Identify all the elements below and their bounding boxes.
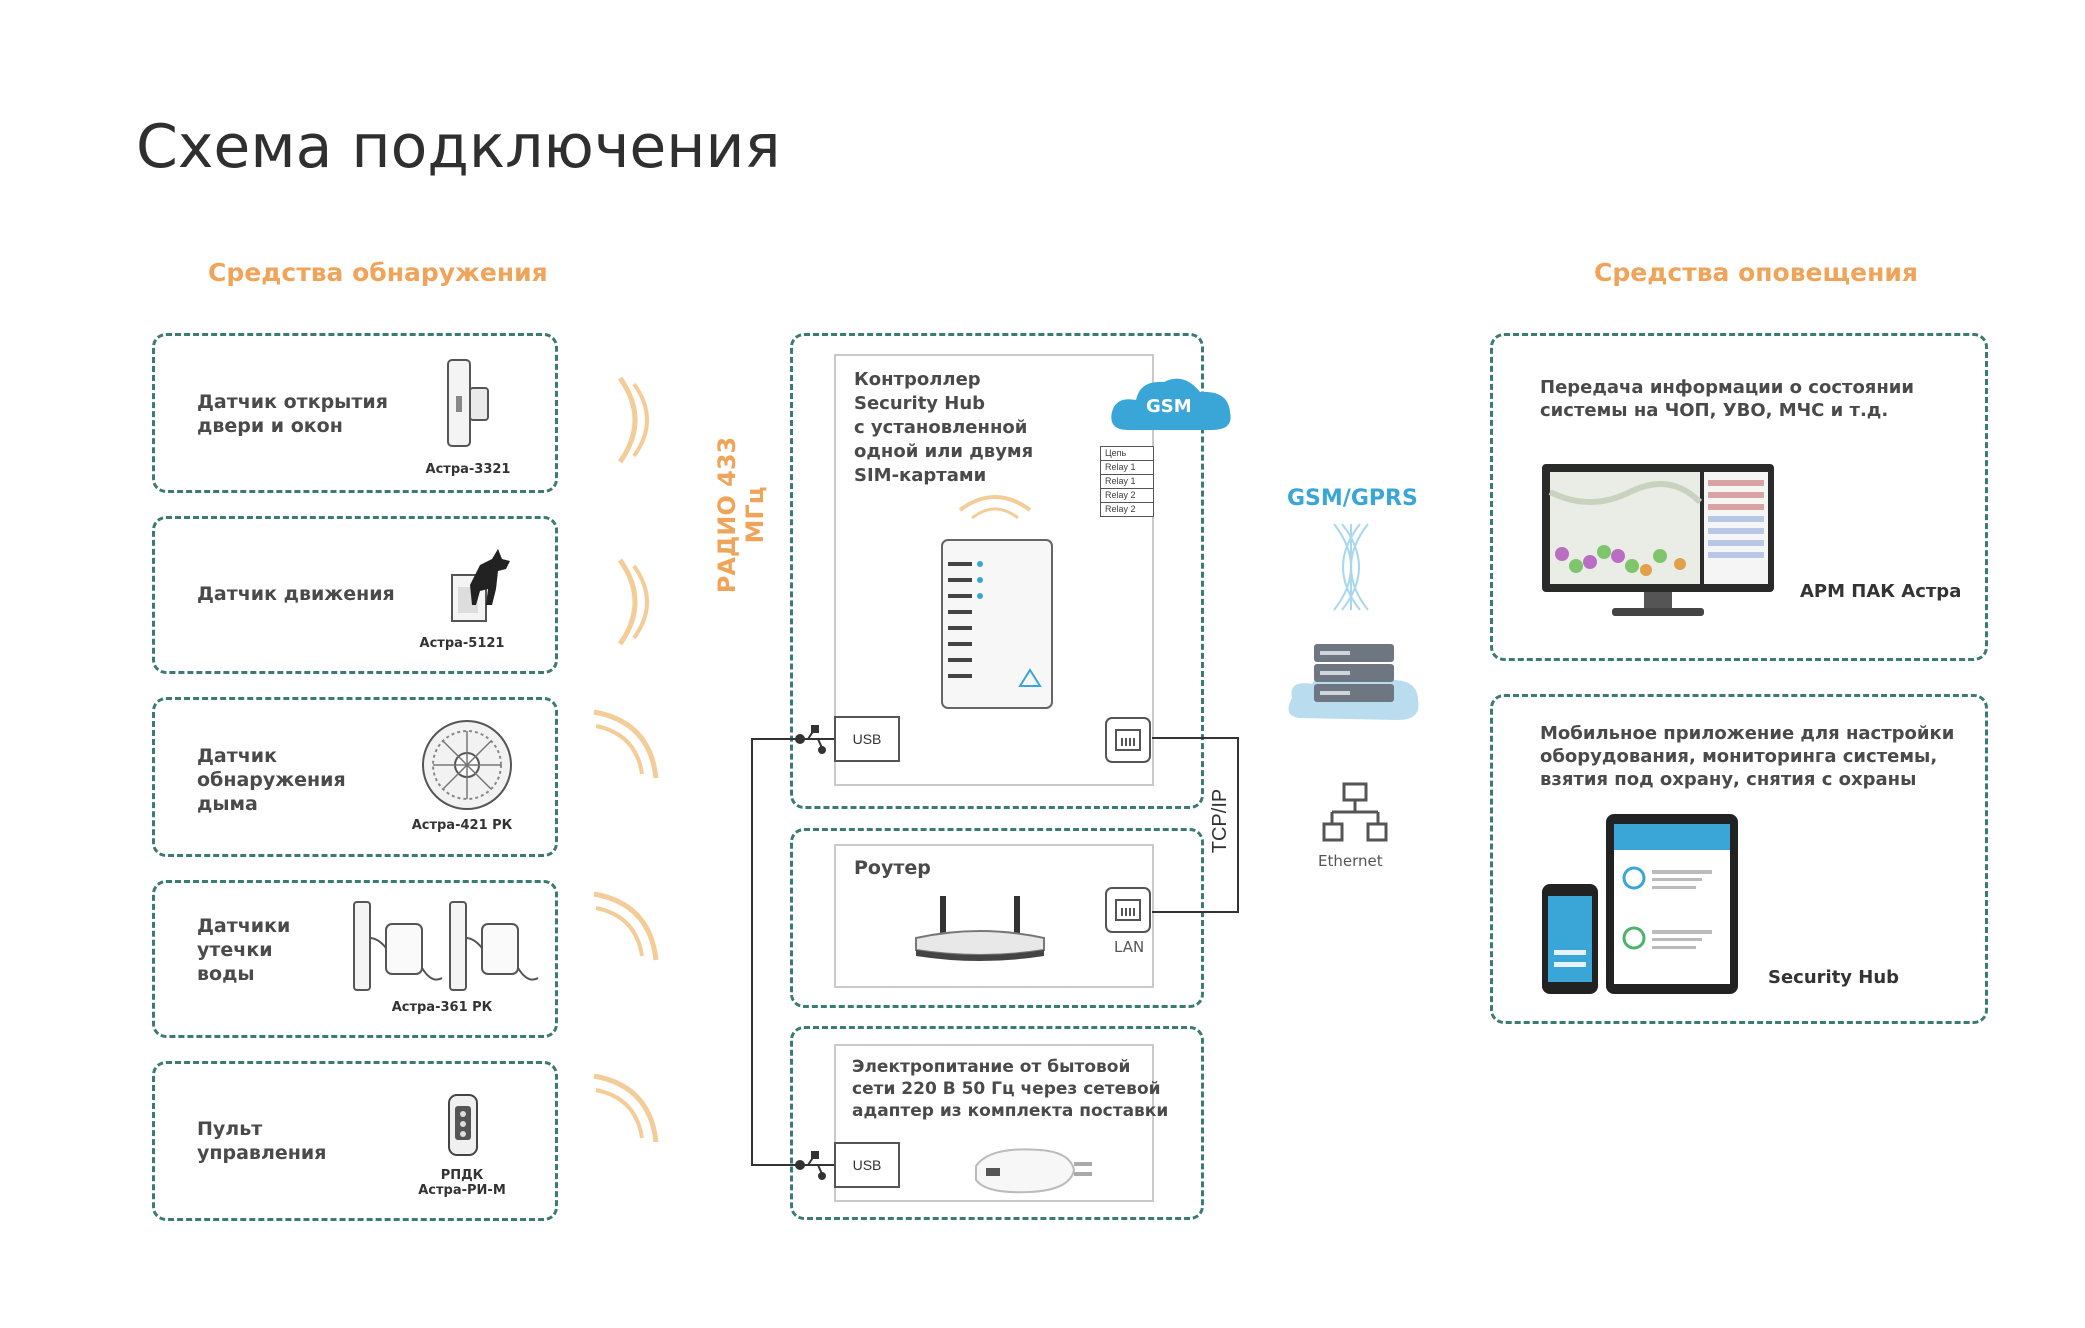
radio-wave-icon	[593, 891, 659, 961]
notify-mobile-caption: Security Hub	[1768, 967, 1900, 988]
power-frame	[790, 1026, 1204, 1220]
radio-wave-icon	[617, 376, 649, 464]
router-frame	[790, 828, 1204, 1008]
relay-terminal: Relay 1	[1100, 475, 1154, 489]
detection-section-title: Средства обнаружения	[208, 258, 548, 287]
ethernet-label: Ethernet	[1318, 852, 1383, 870]
ethernet-network-icon	[1322, 782, 1388, 842]
gsm-cloud-label: GSM	[1146, 396, 1192, 417]
controller-frame	[790, 333, 1204, 809]
router-lan-port-icon	[1105, 887, 1151, 933]
power-adapter-icon	[975, 1148, 1092, 1194]
sensor-box-smoke	[152, 697, 558, 857]
sensor-box-door	[152, 333, 558, 493]
relay-terminal-block: Цепь Relay 1 Relay 1 Relay 2 Relay 2	[1100, 446, 1154, 517]
radio-wave-icon	[593, 709, 659, 779]
mobile-devices-icon	[1542, 814, 1738, 994]
sensor-label-door: Датчик открытия двери и окон	[197, 391, 388, 437]
gsm-signal-wave-icon	[1333, 523, 1369, 611]
monitoring-workstation-icon	[1542, 464, 1774, 616]
sensor-model-remote: РПДК Астра-РИ-М	[418, 1168, 506, 1198]
relay-terminal: Relay 1	[1100, 461, 1154, 475]
smoke-sensor-icon	[422, 720, 512, 810]
sensor-model-smoke: Астра-421 РК	[411, 818, 513, 833]
sensor-label-remote: Пульт управления	[197, 1118, 327, 1164]
notify-monitoring-caption: АРМ ПАК Астра	[1800, 581, 1962, 602]
sensor-box-motion	[152, 516, 558, 674]
security-hub-device-icon	[941, 495, 1053, 709]
router-device-icon	[915, 896, 1045, 961]
notify-monitoring-text: Передача информации о состоянии системы …	[1540, 377, 1915, 421]
radio-wave-icon	[593, 1073, 659, 1143]
sensor-box-water	[152, 880, 558, 1038]
sensor-label-smoke: Датчик обнаружения дыма	[197, 745, 346, 815]
relay-terminal: Relay 2	[1100, 503, 1154, 517]
power-description: Электропитание от бытовой сети 220 В 50 …	[852, 1057, 1169, 1121]
controller-description: Контроллер Security Hub с установленной …	[854, 369, 1034, 486]
sensor-label-water: Датчики утечки воды	[197, 915, 291, 985]
notify-box-mobile-app	[1490, 694, 1988, 1024]
notify-box-monitoring	[1490, 333, 1988, 661]
motion-sensor-icon	[451, 549, 510, 622]
remote-control-icon	[448, 1094, 478, 1156]
tcpip-label: TCP/IP	[1209, 788, 1231, 854]
controller-ethernet-port-icon	[1105, 717, 1151, 763]
server-cloud-icon	[1288, 644, 1419, 720]
page-title: Схема подключения	[136, 112, 781, 182]
notification-section-title: Средства оповещения	[1594, 258, 1918, 287]
sensor-model-motion: Астра-5121	[419, 636, 505, 651]
sensor-model-water: Астра-361 РК	[391, 1000, 493, 1015]
relay-terminal: Relay 2	[1100, 489, 1154, 503]
water-leak-sensor-icon	[353, 901, 539, 991]
router-panel	[834, 844, 1154, 988]
relay-terminal: Цепь	[1100, 446, 1154, 461]
router-title: Роутер	[854, 857, 931, 879]
power-usb-port: USB	[834, 1142, 900, 1188]
gsm-cloud-icon	[1111, 378, 1231, 430]
notify-mobile-text: Мобильное приложение для настройки обору…	[1540, 723, 1955, 790]
sensor-label-motion: Датчик движения	[197, 583, 395, 605]
sensor-box-remote	[152, 1061, 558, 1221]
door-sensor-icon	[447, 359, 489, 447]
gsm-gprs-label: GSM/GPRS	[1287, 486, 1418, 511]
sensor-model-door: Астра-3321	[425, 462, 511, 477]
router-lan-label: LAN	[1114, 938, 1145, 956]
radio-wave-icon	[617, 558, 649, 646]
controller-usb-port: USB	[834, 716, 900, 762]
